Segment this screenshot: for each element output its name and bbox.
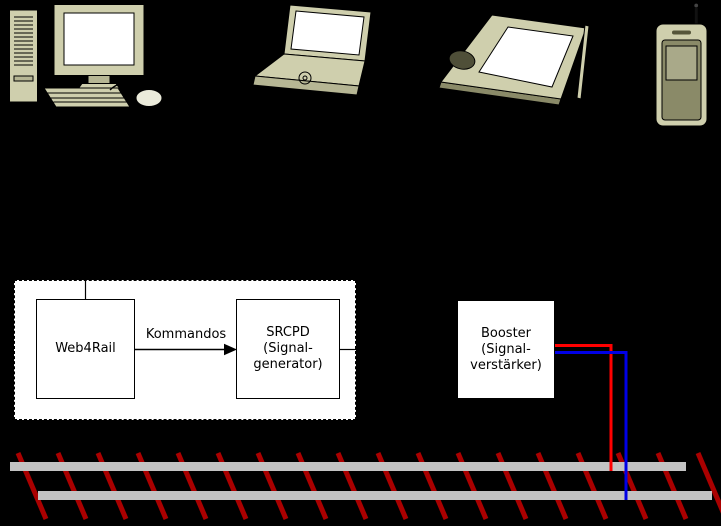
- track-ties: [10, 448, 721, 526]
- booster-label-line: Booster: [480, 325, 532, 341]
- rail-top: [10, 462, 686, 471]
- railway-track: [10, 448, 721, 526]
- monitor-screen: [63, 12, 135, 66]
- booster-label-line: (Signal-: [481, 341, 531, 357]
- mobile-phone-icon: [655, 2, 708, 127]
- keyboard: [43, 87, 131, 108]
- monitor: [53, 4, 145, 90]
- laptop-screen: [290, 10, 365, 56]
- software-group-box: Web4Rail SRCPD (Signal- generator) Komma…: [14, 280, 356, 420]
- laptop-base: [252, 53, 366, 96]
- laptop-lid: [283, 4, 372, 62]
- srcpd-label-line: generator): [253, 357, 323, 372]
- srcpd-box: SRCPD (Signal- generator): [236, 299, 340, 399]
- tablet-speaker: [448, 50, 476, 70]
- phone-body: [655, 23, 708, 127]
- computer-tower: [9, 9, 38, 103]
- web4rail-label: Web4Rail: [55, 341, 116, 356]
- booster-label-line: verstärker): [470, 357, 542, 373]
- laptop-icon: [252, 4, 372, 96]
- srcpd-label-line: SRCPD: [266, 325, 310, 340]
- touchpad-icon: [438, 14, 590, 106]
- web4rail-box: Web4Rail: [36, 299, 135, 399]
- desktop-computer-icon: [9, 4, 163, 108]
- rail-bottom: [38, 491, 712, 500]
- booster-box: Booster (Signal- verstärker): [457, 300, 555, 399]
- kommandos-label: Kommandos: [145, 327, 227, 342]
- blue-wire: [555, 351, 628, 500]
- stylus: [576, 24, 590, 100]
- phone-speaker: [672, 30, 691, 35]
- phone-screen: [665, 45, 698, 81]
- mouse: [109, 83, 163, 107]
- srcpd-label-line: (Signal-: [263, 341, 313, 356]
- tablet-screen: [478, 26, 574, 88]
- phone-antenna: [693, 2, 699, 27]
- tablet-body: [438, 14, 587, 106]
- red-wire: [555, 344, 613, 471]
